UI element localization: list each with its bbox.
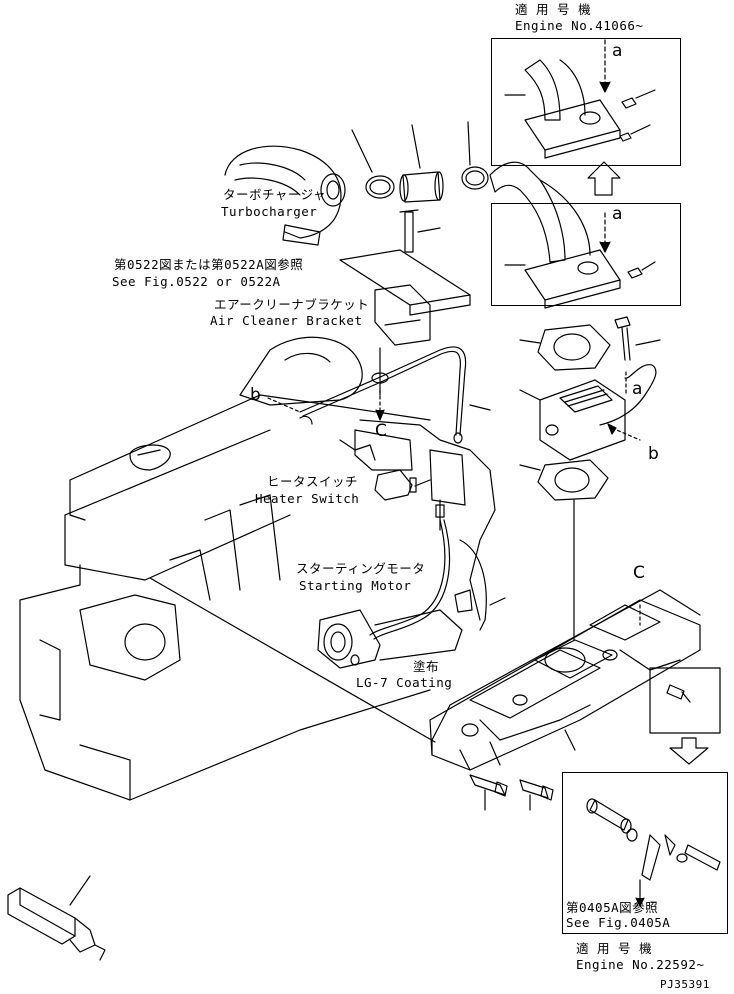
inset-middle-box	[491, 203, 681, 306]
bottom-left-part	[7, 875, 106, 961]
turbocharger-label-en: Turbocharger	[221, 204, 318, 219]
harness-cable	[267, 346, 491, 444]
ref-a-middle: a	[612, 204, 623, 224]
starting-motor-label-en: Starting Motor	[299, 578, 412, 593]
inset-bolt-shape	[666, 684, 691, 703]
inset-bottom-en: Engine No.22592~	[576, 957, 705, 972]
heater-switch-label-en: Heater Switch	[255, 491, 360, 506]
turbocharger-label-jp: ターボチャージャ	[223, 187, 327, 202]
exhaust-manifold	[429, 589, 701, 771]
inset-top-box	[491, 38, 681, 166]
inset-bottom-fig-en: See Fig.0405A	[566, 915, 671, 930]
coating-leader	[149, 577, 436, 743]
drawing-id: PJ35391	[660, 978, 710, 991]
ref-c-bracket: C	[375, 421, 388, 441]
air-cleaner-bracket-label-jp: エアークリーナブラケット	[214, 297, 370, 312]
starting-motor-shape	[317, 519, 506, 669]
gaskets-spacer	[519, 316, 661, 641]
air-cleaner-bracket-shape	[339, 209, 471, 396]
ref-c-manifold: C	[633, 563, 646, 583]
turbocharger-shape	[224, 145, 346, 246]
inset-top-elbow	[504, 39, 656, 159]
inset-top-en: Engine No.41066~	[515, 18, 644, 33]
coating-label-jp: 塗布	[413, 659, 440, 674]
up-arrow	[587, 161, 621, 196]
fig-0522-ref-en: See Fig.0522 or 0522A	[112, 274, 281, 289]
manifold-bolts	[469, 774, 554, 811]
inset-bottom-fig-jp: 第0405A図参照	[566, 900, 659, 915]
inset-bottom-box	[562, 772, 728, 934]
down-arrow	[669, 737, 709, 765]
engine-block	[19, 336, 496, 801]
inset-top-jp: 適 用 号 機	[515, 2, 592, 17]
inset-bottom-parts	[586, 798, 721, 907]
inset-middle-elbow	[489, 161, 656, 309]
ref-b-right: b	[648, 444, 660, 464]
heater-switch-label-jp: ヒータスイッチ	[267, 474, 359, 489]
starting-motor-label-jp: スターティングモータ	[296, 561, 426, 576]
ref-a-top: a	[612, 41, 623, 61]
clamp-and-pipe	[351, 121, 489, 203]
air-cleaner-bracket-label-en: Air Cleaner Bracket	[210, 313, 363, 328]
ref-b-left: b	[250, 385, 262, 405]
heater-switch-shape	[374, 449, 466, 531]
inset-bottom-jp: 適 用 号 機	[576, 941, 653, 956]
fig-0522-ref-jp: 第0522図または第0522A図参照	[114, 257, 304, 272]
ref-a-wire: a	[632, 379, 643, 399]
coating-label-en: LG-7 Coating	[356, 675, 453, 690]
inset-right-bolt	[649, 667, 721, 734]
